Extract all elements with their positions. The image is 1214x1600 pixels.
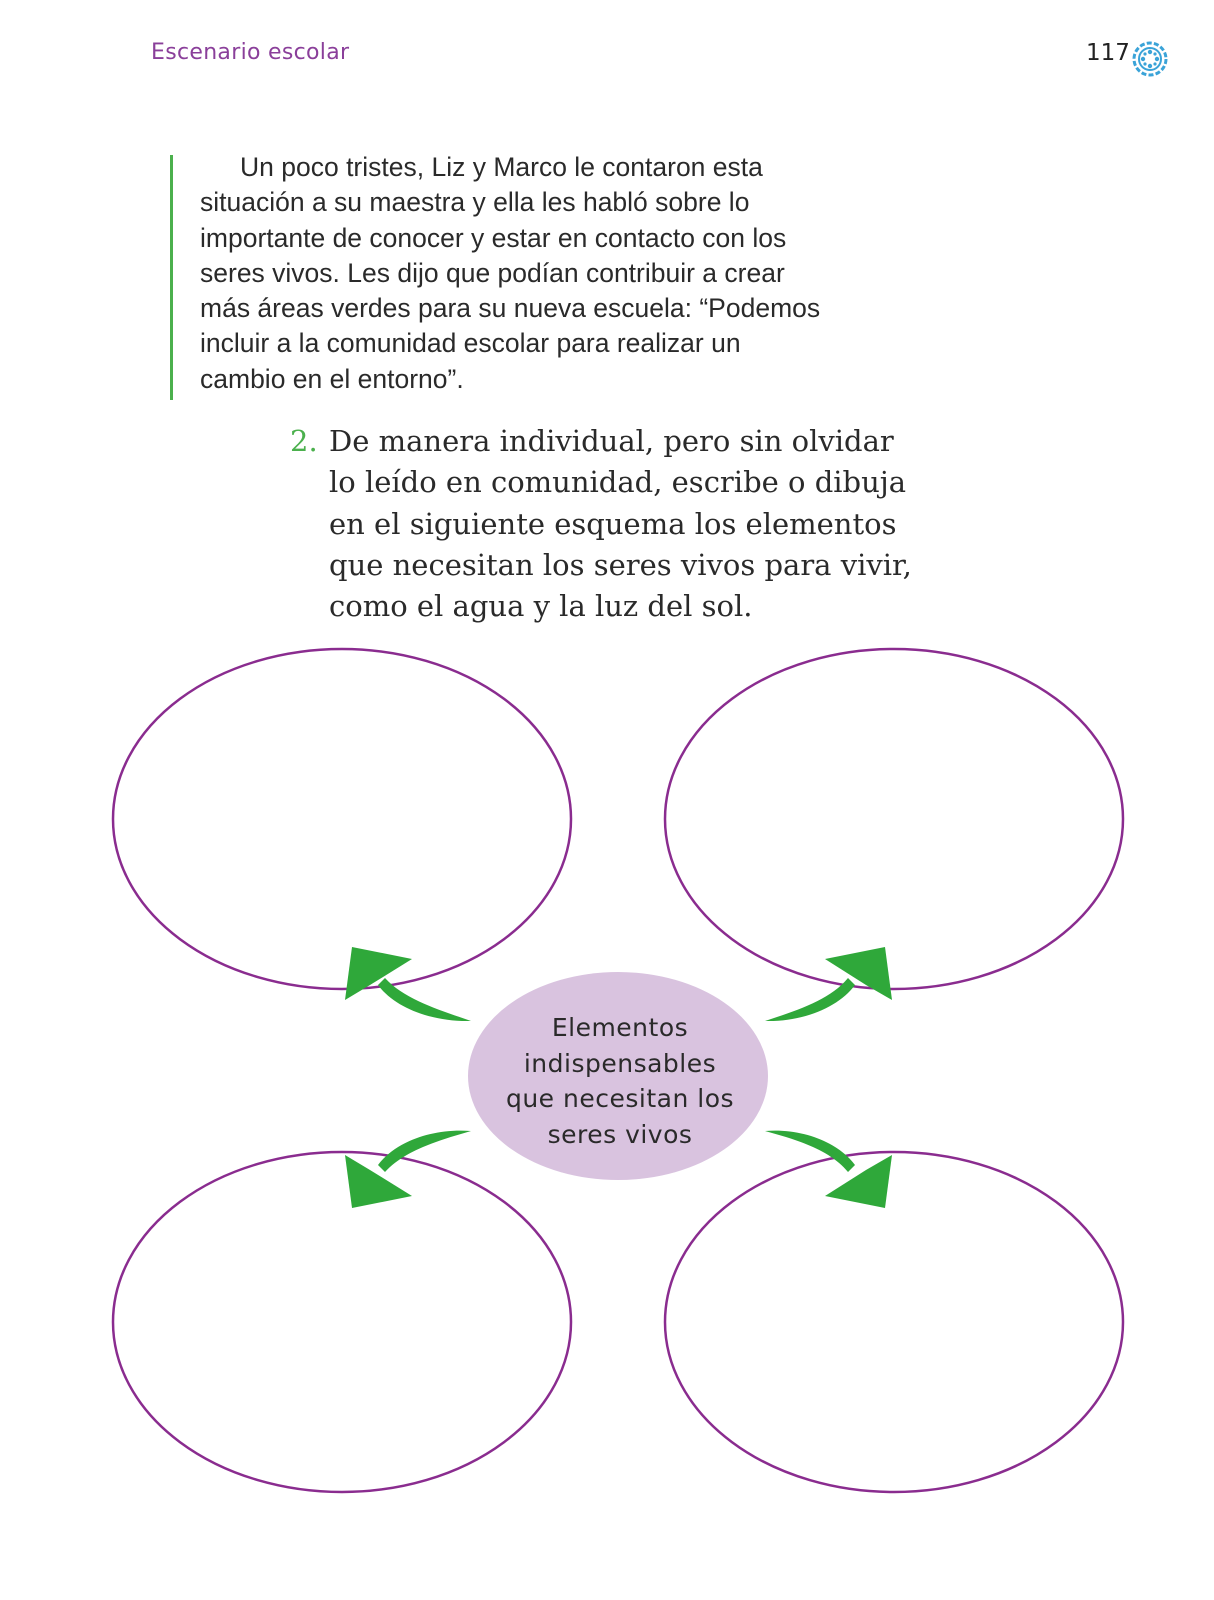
reading-line: seres vivos. Les dijo que podían contrib… [200, 257, 785, 288]
reading-line: más áreas verdes para su nueva escuela: … [200, 293, 821, 324]
center-label-line: indispensables [523, 1048, 717, 1078]
center-oval [468, 972, 768, 1180]
answer-oval-bottom-right[interactable] [663, 1150, 1125, 1494]
reading-margin-bar [170, 155, 173, 400]
center-label-line: seres vivos [547, 1119, 693, 1149]
section-title: Escenario escolar [151, 40, 350, 65]
reading-line: incluir a la comunidad escolar para real… [200, 328, 741, 359]
activity-line: que necesitan los seres vivos para vivir… [329, 547, 912, 582]
flower-seal-icon [1132, 41, 1168, 77]
arrow-top-left [345, 947, 471, 1022]
arrow-bottom-right [765, 1130, 892, 1208]
center-label: Elementos indispensables que necesitan l… [470, 1010, 770, 1152]
arrow-bottom-left [345, 1130, 471, 1208]
answer-oval-top-left[interactable] [111, 647, 573, 991]
reading-passage: Un poco tristes, Liz y Marco le contaron… [200, 150, 880, 397]
reading-line: cambio en el entorno”. [200, 363, 464, 394]
page-number: 117 [1086, 40, 1130, 66]
activity-line: lo leído en comunidad, escribe o dibuja [329, 465, 907, 500]
answer-oval-bottom-left[interactable] [111, 1150, 573, 1494]
center-label-line: que necesitan los [505, 1084, 735, 1113]
activity-line: como el agua y la luz del sol. [329, 589, 753, 624]
activity-line: en el siguiente esquema los elementos [329, 506, 897, 541]
reading-line: importante de conocer y estar en contact… [200, 222, 787, 253]
activity-instruction: 2. De manera individual, pero sin olvida… [290, 421, 950, 627]
reading-line: situación a su maestra y ella les habló … [200, 187, 750, 218]
center-label-line: Elementos [551, 1013, 689, 1042]
reading-line: Un poco tristes, Liz y Marco le contaron… [240, 152, 763, 182]
arrow-top-right [765, 947, 892, 1022]
activity-number: 2. [290, 424, 318, 458]
activity-line: De manera individual, pero sin olvidar [329, 424, 894, 458]
answer-oval-top-right[interactable] [663, 647, 1125, 991]
